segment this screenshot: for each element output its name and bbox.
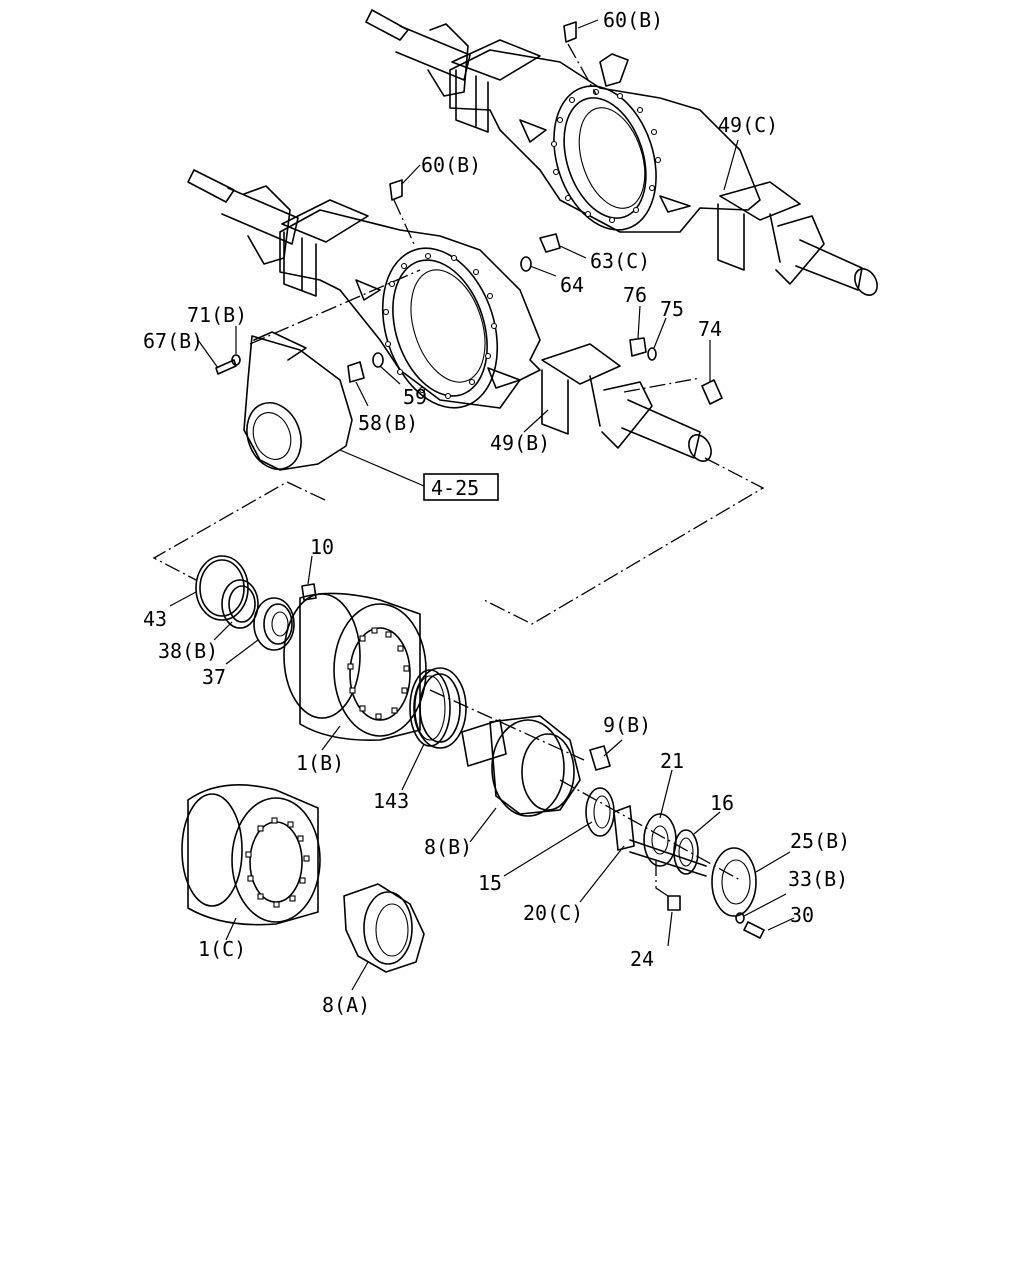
seal-143 [413,667,467,749]
axle-housing-lower [187,169,712,462]
label-8b: 8(B) [424,835,472,859]
label-143: 143 [373,789,409,813]
housing-bolt-circle [550,88,662,224]
bearing-15 [585,787,615,837]
bolt-74 [701,379,723,405]
bearing-37 [253,597,295,651]
label-15: 15 [478,871,502,895]
label-33b: 33(B) [788,867,848,891]
fastener-60b-mid [389,179,403,201]
drum-bolt-holes [245,817,310,908]
reference-label: 4-25 [431,476,479,500]
oil-seal-38b [221,579,259,629]
label-1b: 1(B) [296,751,344,775]
fastener-60b-top [563,21,577,43]
washer-59 [372,352,384,368]
label-30: 30 [790,903,814,927]
label-49b: 49(B) [490,431,550,455]
label-37: 37 [202,665,226,689]
washer-75 [647,347,657,361]
differential-carrier [243,331,353,471]
plug-58b [347,361,365,383]
gasket-16 [673,829,699,875]
label-9b: 9(B) [603,713,651,737]
abs-ring [409,669,451,747]
stud-9b [589,745,611,771]
label-25b: 25(B) [790,829,850,853]
assembly-centerlines [152,43,765,897]
label-38b: 38(B) [158,639,218,663]
brake-drum-1b [283,592,427,741]
label-63c: 63(C) [590,249,650,273]
label-43: 43 [143,607,167,631]
wheel-hub-8b [461,715,581,817]
label-24: 24 [630,947,654,971]
label-58b: 58(B) [358,411,418,435]
washer-33b [735,912,745,924]
plug-63c [539,233,561,253]
nut-76 [629,337,647,357]
label-16: 16 [710,791,734,815]
brake-drum-1c [181,784,321,926]
label-20c: 20(C) [523,901,583,925]
lock-washer-20c [613,805,635,851]
part-labels: 60(B) 49(C) 60(B) 63(C) 64 71(B) 67(B) 7… [143,8,850,1017]
label-74: 74 [698,317,722,341]
label-10: 10 [310,535,334,559]
label-59: 59 [403,385,427,409]
bolt-67b [215,359,237,375]
axle-shaft-25b [629,839,757,917]
bolt-24 [667,895,681,911]
bolt-30 [743,921,765,939]
nut-10 [301,583,317,601]
leader-lines [169,19,795,991]
reference-box: 4-25 [423,473,499,501]
label-64: 64 [560,273,584,297]
label-8a: 8(A) [322,993,370,1017]
axle-housing-upper [365,9,878,296]
washer-64 [520,256,532,272]
housing-bolt-circle [382,252,498,400]
washer-71b [231,354,241,366]
drum-bolt-holes [347,627,410,720]
label-75: 75 [660,297,684,321]
label-67b: 67(B) [143,329,203,353]
label-71b: 71(B) [187,303,247,327]
label-21: 21 [660,749,684,773]
label-76: 76 [623,283,647,307]
wheel-hub-8a [343,883,425,973]
label-49c: 49(C) [718,113,778,137]
label-1c: 1(C) [198,937,246,961]
label-60b-top: 60(B) [603,8,663,32]
label-60b-mid: 60(B) [421,153,481,177]
